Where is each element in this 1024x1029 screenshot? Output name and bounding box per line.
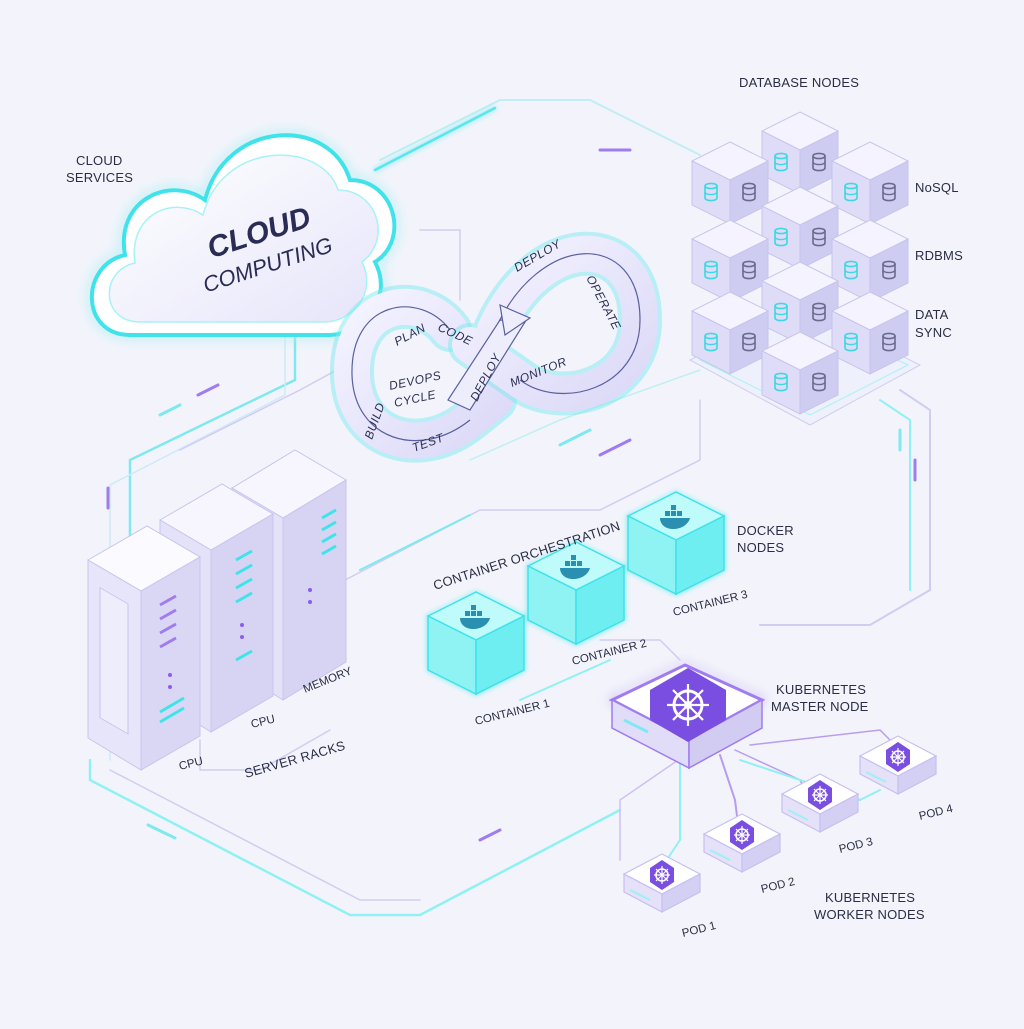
pod-3-label: POD 3	[838, 836, 874, 856]
db-node	[831, 141, 909, 225]
cpu-label-1: CPU	[178, 755, 204, 773]
k8s-worker-label-line1: KUBERNETES	[825, 890, 915, 905]
connection-lines	[88, 99, 931, 917]
kubernetes-master-node	[608, 663, 766, 770]
rdbms-label: RDBMS	[915, 248, 963, 263]
database-nodes-title: DATABASE NODES	[739, 75, 859, 90]
k8s-master-label-line1: KUBERNETES	[776, 682, 866, 697]
container-node	[627, 491, 725, 595]
container-1-label: CONTAINER 1	[474, 698, 551, 728]
pod-2-label: POD 2	[760, 876, 796, 896]
k8s-worker-label-line2: WORKER NODES	[814, 907, 925, 922]
server-racks-title: SERVER RACKS	[243, 738, 347, 781]
data-sync-label-line1: DATA	[915, 307, 949, 322]
devops-cycle: PLAN CODE BUILD TEST DEPLOY DEPLOY OPERA…	[330, 231, 663, 463]
k8s-pod	[623, 853, 701, 913]
container-node	[427, 591, 525, 695]
server-racks	[87, 449, 347, 771]
db-node	[761, 186, 839, 270]
docker-nodes-label-line1: DOCKER	[737, 523, 794, 538]
k8s-pod	[859, 735, 937, 795]
data-sync-label-line2: SYNC	[915, 325, 952, 340]
cloud-services-label-line1: CLOUD	[76, 153, 123, 168]
container-3-label: CONTAINER 3	[672, 589, 749, 619]
cloud-services-label-line2: SERVICES	[66, 170, 133, 185]
cloud-computing: CLOUD COMPUTING	[89, 133, 397, 337]
db-node	[691, 141, 769, 225]
k8s-pod	[781, 773, 859, 833]
docker-nodes-label-line2: NODES	[737, 540, 784, 555]
db-node	[831, 219, 909, 303]
container-2-label: CONTAINER 2	[571, 638, 648, 668]
k8s-pod	[703, 813, 781, 873]
db-node	[761, 111, 839, 195]
database-nodes	[688, 111, 922, 426]
nosql-label: NoSQL	[915, 180, 959, 195]
server-rack	[87, 525, 201, 771]
cpu-label-2: CPU	[250, 713, 276, 731]
db-node	[691, 219, 769, 303]
pod-1-label: POD 1	[681, 920, 717, 940]
k8s-master-label-line2: MASTER NODE	[771, 699, 869, 714]
pod-4-label: POD 4	[918, 803, 955, 823]
